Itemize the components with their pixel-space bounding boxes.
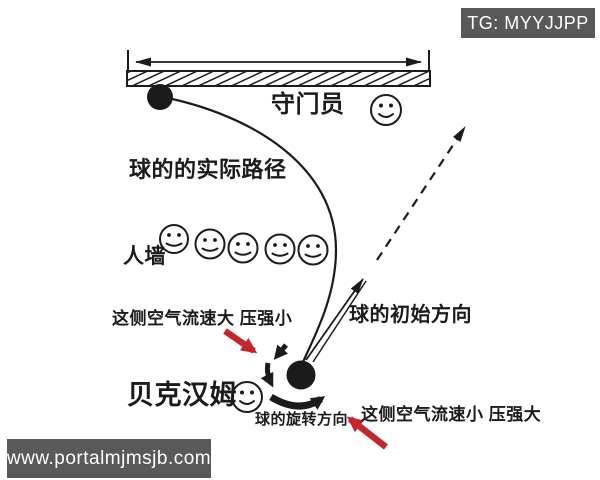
beckham-smiley-icon bbox=[231, 381, 263, 413]
telegram-watermark-badge: TG: MYYJJPP bbox=[461, 8, 595, 38]
slow-air-side-label: 这侧空气流速小 压强大 bbox=[361, 405, 542, 424]
ball-at-goal bbox=[147, 84, 173, 110]
initial-direction-solid-line-2 bbox=[312, 280, 367, 363]
website-watermark-badge: www.portalmjmsjb.com bbox=[7, 439, 211, 478]
smiley-icon bbox=[264, 233, 296, 265]
spin-arrows-icon bbox=[260, 343, 326, 410]
ball-at-kick bbox=[286, 360, 316, 390]
smiley-icon bbox=[297, 234, 329, 266]
beckham-label: 贝克汉姆 bbox=[127, 380, 237, 410]
goalkeeper-smiley-icon bbox=[370, 94, 402, 126]
smiley-icon bbox=[159, 224, 189, 254]
goalkeeper-label: 守门员 bbox=[271, 91, 345, 118]
goal bbox=[126, 50, 431, 87]
smiley-icon bbox=[227, 232, 259, 264]
smiley-icon bbox=[194, 228, 226, 260]
fast-air-side-label: 这侧空气流速大 压强小 bbox=[112, 309, 293, 328]
actual-path-label: 球的的实际路径 bbox=[129, 157, 287, 182]
spin-arrow-upper-left bbox=[273, 343, 289, 360]
spin-direction-label: 球的旋转方向 bbox=[255, 411, 349, 428]
spin-arrow-bottom-arc bbox=[269, 393, 326, 410]
slow-air-red-arrow-icon bbox=[346, 416, 388, 450]
initial-direction-solid-line bbox=[305, 278, 364, 361]
goal-crossbar bbox=[126, 70, 431, 87]
fast-air-red-arrow-icon bbox=[223, 328, 258, 354]
initial-direction-arrow bbox=[305, 126, 466, 363]
spin-arrow-left-down bbox=[260, 362, 274, 388]
actual-path-curve bbox=[162, 95, 338, 363]
wall-label: 人墙 bbox=[123, 245, 166, 268]
initial-direction-dashed-line bbox=[376, 126, 466, 261]
initial-direction-label: 球的初始方向 bbox=[349, 304, 472, 326]
wall-smileys bbox=[159, 224, 329, 266]
